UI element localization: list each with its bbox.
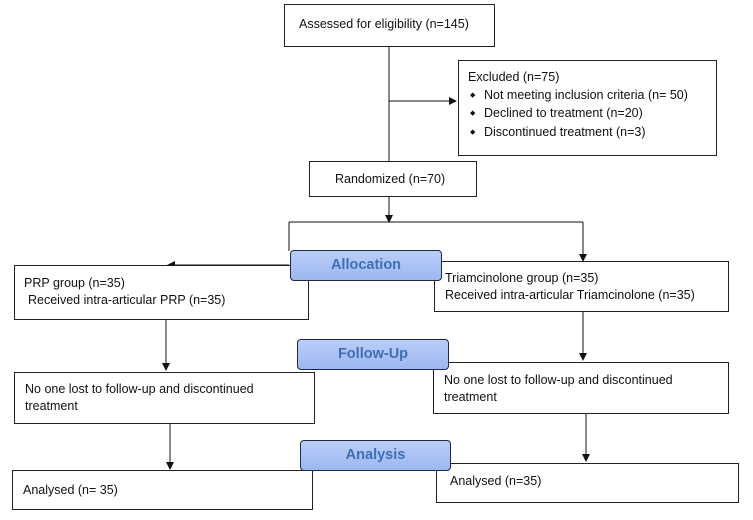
triamcinolone-group-box: Triamcinolone group (n=35) Received intr… xyxy=(434,261,729,312)
excluded-list: Not meeting inclusion criteria (n= 50) D… xyxy=(468,87,716,141)
excluded-title: Excluded (n=75) xyxy=(468,70,560,84)
excluded-item: Discontinued treatment (n=3) xyxy=(468,124,716,141)
assessed-text: Assessed for eligibility (n=145) xyxy=(299,17,469,31)
prp-group-box: PRP group (n=35) Received intra-articula… xyxy=(14,265,309,320)
prp-group-title: PRP group (n=35) xyxy=(24,276,125,290)
triamcinolone-received-text: Received intra-articular Triamcinolone (… xyxy=(445,288,695,302)
allocation-stage-label: Allocation xyxy=(290,250,442,281)
allocation-stage-text: Allocation xyxy=(330,257,402,273)
analysis-stage-text: Analysis xyxy=(345,447,406,463)
follow-up-stage-label: Follow-Up xyxy=(297,339,449,370)
prp-follow-up-text: No one lost to follow-up and discontinue… xyxy=(25,382,254,413)
prp-analysed-text: Analysed (n= 35) xyxy=(23,483,118,497)
excluded-item: Not meeting inclusion criteria (n= 50) xyxy=(468,87,716,104)
prp-follow-up-box: No one lost to follow-up and discontinue… xyxy=(14,372,315,424)
randomized-text: Randomized (n=70) xyxy=(335,172,446,186)
triamcinolone-group-title: Triamcinolone group (n=35) xyxy=(445,271,599,285)
triamcinolone-analysed-box: Analysed (n=35) xyxy=(436,463,739,503)
prp-received-text: Received intra-articular PRP (n=35) xyxy=(28,293,226,307)
analysis-stage-label: Analysis xyxy=(300,440,451,471)
triamcinolone-follow-up-box: No one lost to follow-up and discontinue… xyxy=(433,362,729,414)
excluded-item: Declined to treatment (n=20) xyxy=(468,105,716,122)
randomized-box: Randomized (n=70) xyxy=(309,161,477,197)
assessed-box: Assessed for eligibility (n=145) xyxy=(284,4,495,47)
triamcinolone-analysed-text: Analysed (n=35) xyxy=(450,474,542,488)
follow-up-stage-text: Follow-Up xyxy=(337,346,409,362)
triamcinolone-follow-up-text: No one lost to follow-up and discontinue… xyxy=(444,373,673,404)
excluded-box: Excluded (n=75) Not meeting inclusion cr… xyxy=(458,60,717,156)
prp-analysed-box: Analysed (n= 35) xyxy=(12,470,313,510)
